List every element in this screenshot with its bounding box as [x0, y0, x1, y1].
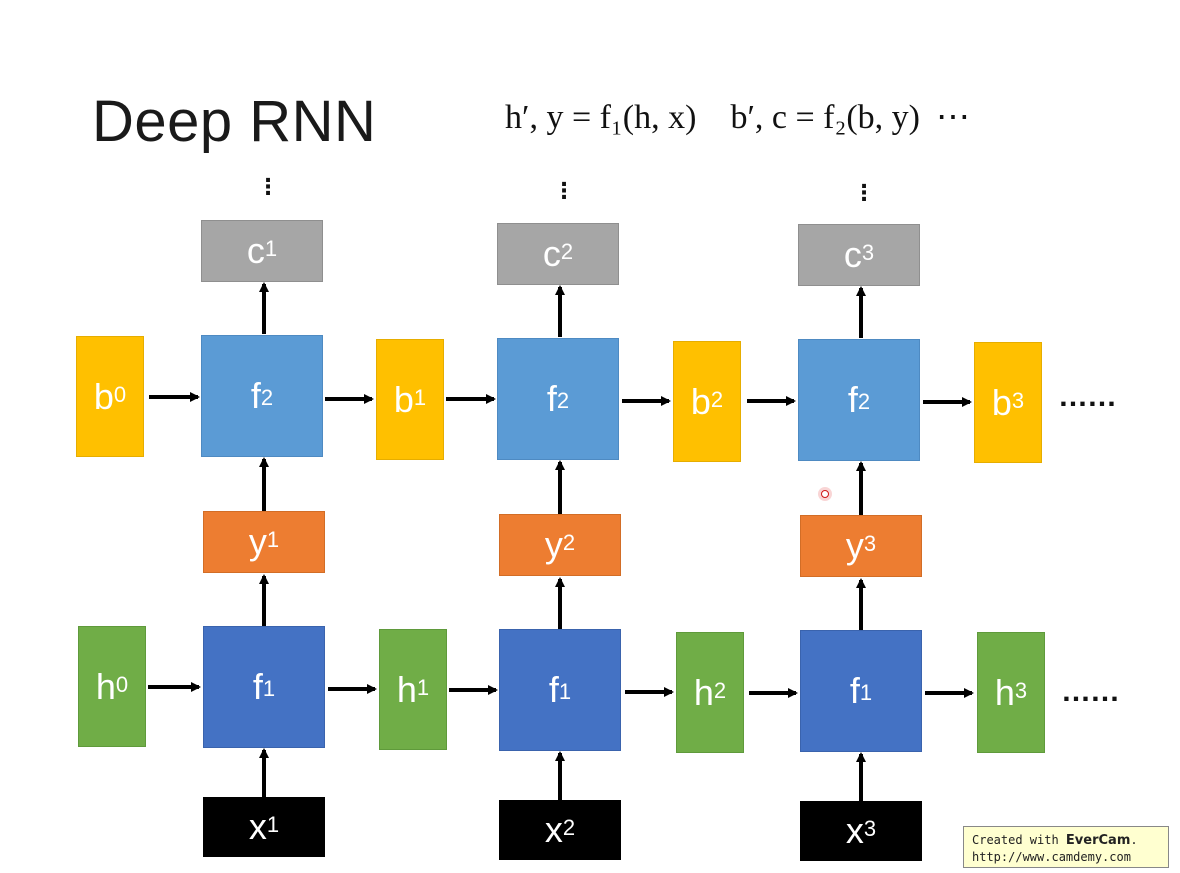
vertical-dots-1: ⋮: [257, 174, 279, 199]
watermark-line1: Created with EverCam.: [972, 833, 1138, 848]
continuation-dots-top: ……: [1058, 380, 1117, 413]
formula-ellipsis: ⋯: [935, 99, 970, 136]
watermark-link[interactable]: http://www.camdemy.com: [972, 850, 1131, 864]
vertical-dots-2: ⋮: [553, 178, 575, 203]
slide-title: Deep RNN: [92, 89, 377, 154]
formula: h′, y = f₁(h, x) b′, c = f₂(b, y) ⋯: [505, 97, 970, 137]
vertical-dots-3: ⋮: [853, 180, 875, 205]
formula-f2: b′, c = f₂(b, y): [730, 99, 920, 136]
pointer-cursor-icon: [818, 487, 832, 501]
continuation-dots-bottom: ……: [1061, 675, 1120, 708]
evercam-watermark: Created with EverCam. http://www.camdemy…: [963, 826, 1169, 868]
formula-f1: h′, y = f₁(h, x): [505, 99, 697, 136]
